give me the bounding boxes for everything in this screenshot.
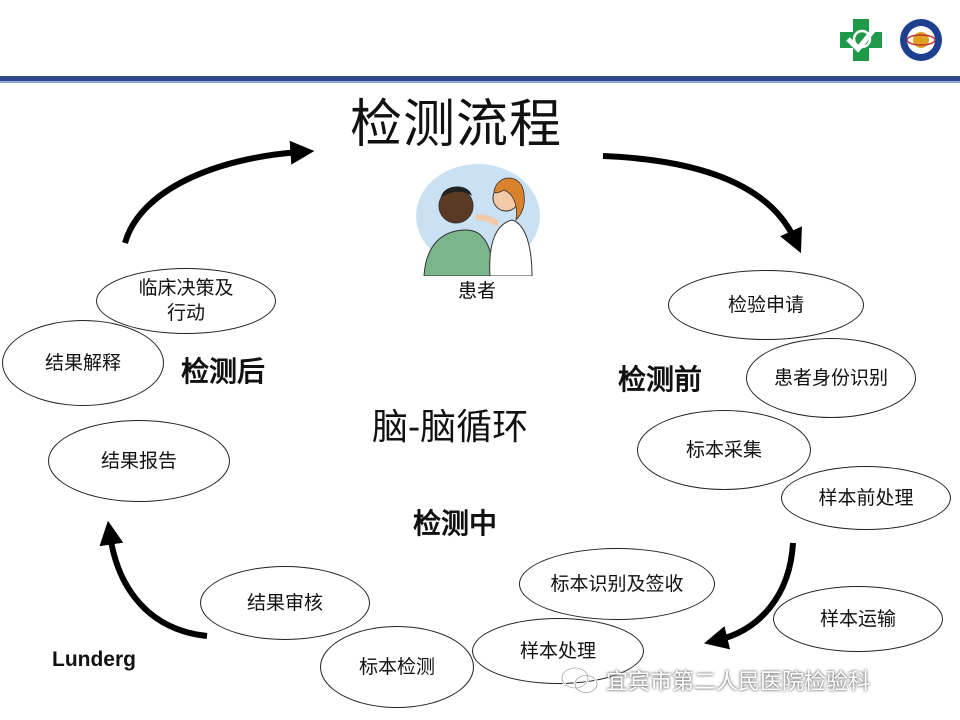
patient-label: 患者 [458, 280, 497, 302]
brain-to-brain-loop-label: 脑-脑循环 [372, 407, 529, 448]
header-bar-accent [0, 81, 960, 83]
page-title: 检测流程 [350, 95, 563, 155]
author-credit: Lunderg [52, 648, 136, 671]
step-clinical-decision-line1: 临床决策及 [138, 277, 234, 300]
step-clinical-decision: 临床决策及 行动 [96, 268, 276, 334]
arrow-bottom-right [703, 542, 796, 650]
step-result-review: 结果审核 [200, 566, 370, 640]
arrow-top-right [602, 153, 802, 254]
step-sample-collection: 标本采集 [637, 410, 811, 490]
step-sample-transport: 样本运输 [773, 586, 943, 652]
phase-pre-analytical: 检测前 [618, 363, 703, 396]
step-sample-preprocessing: 样本前处理 [781, 466, 951, 530]
step-inspection-request: 检验申请 [668, 270, 864, 340]
watermark: 宜宾市第二人民医院检验科 [560, 664, 870, 696]
doctor-patient-illustration [416, 164, 540, 276]
step-result-report: 结果报告 [48, 420, 230, 502]
arrow-top-left [122, 140, 315, 244]
step-clinical-decision-line2: 行动 [166, 302, 205, 324]
hospital-cross-logo [840, 19, 882, 61]
header-bar [0, 76, 960, 81]
watermark-text: 宜宾市第二人民医院检验科 [606, 670, 871, 695]
university-seal-logo [900, 19, 942, 61]
step-result-interpretation: 结果解释 [2, 320, 164, 406]
step-patient-identification: 患者身份识别 [746, 338, 916, 418]
wechat-icon [560, 666, 599, 694]
phase-analytical: 检测中 [413, 507, 498, 540]
phase-post-analytical: 检测后 [181, 355, 266, 388]
step-sample-identification-receipt: 标本识别及签收 [519, 548, 715, 620]
step-sample-processing: 样本处理 [472, 618, 644, 684]
step-sample-testing: 标本检测 [320, 626, 474, 708]
arrow-bottom-left [99, 520, 208, 639]
